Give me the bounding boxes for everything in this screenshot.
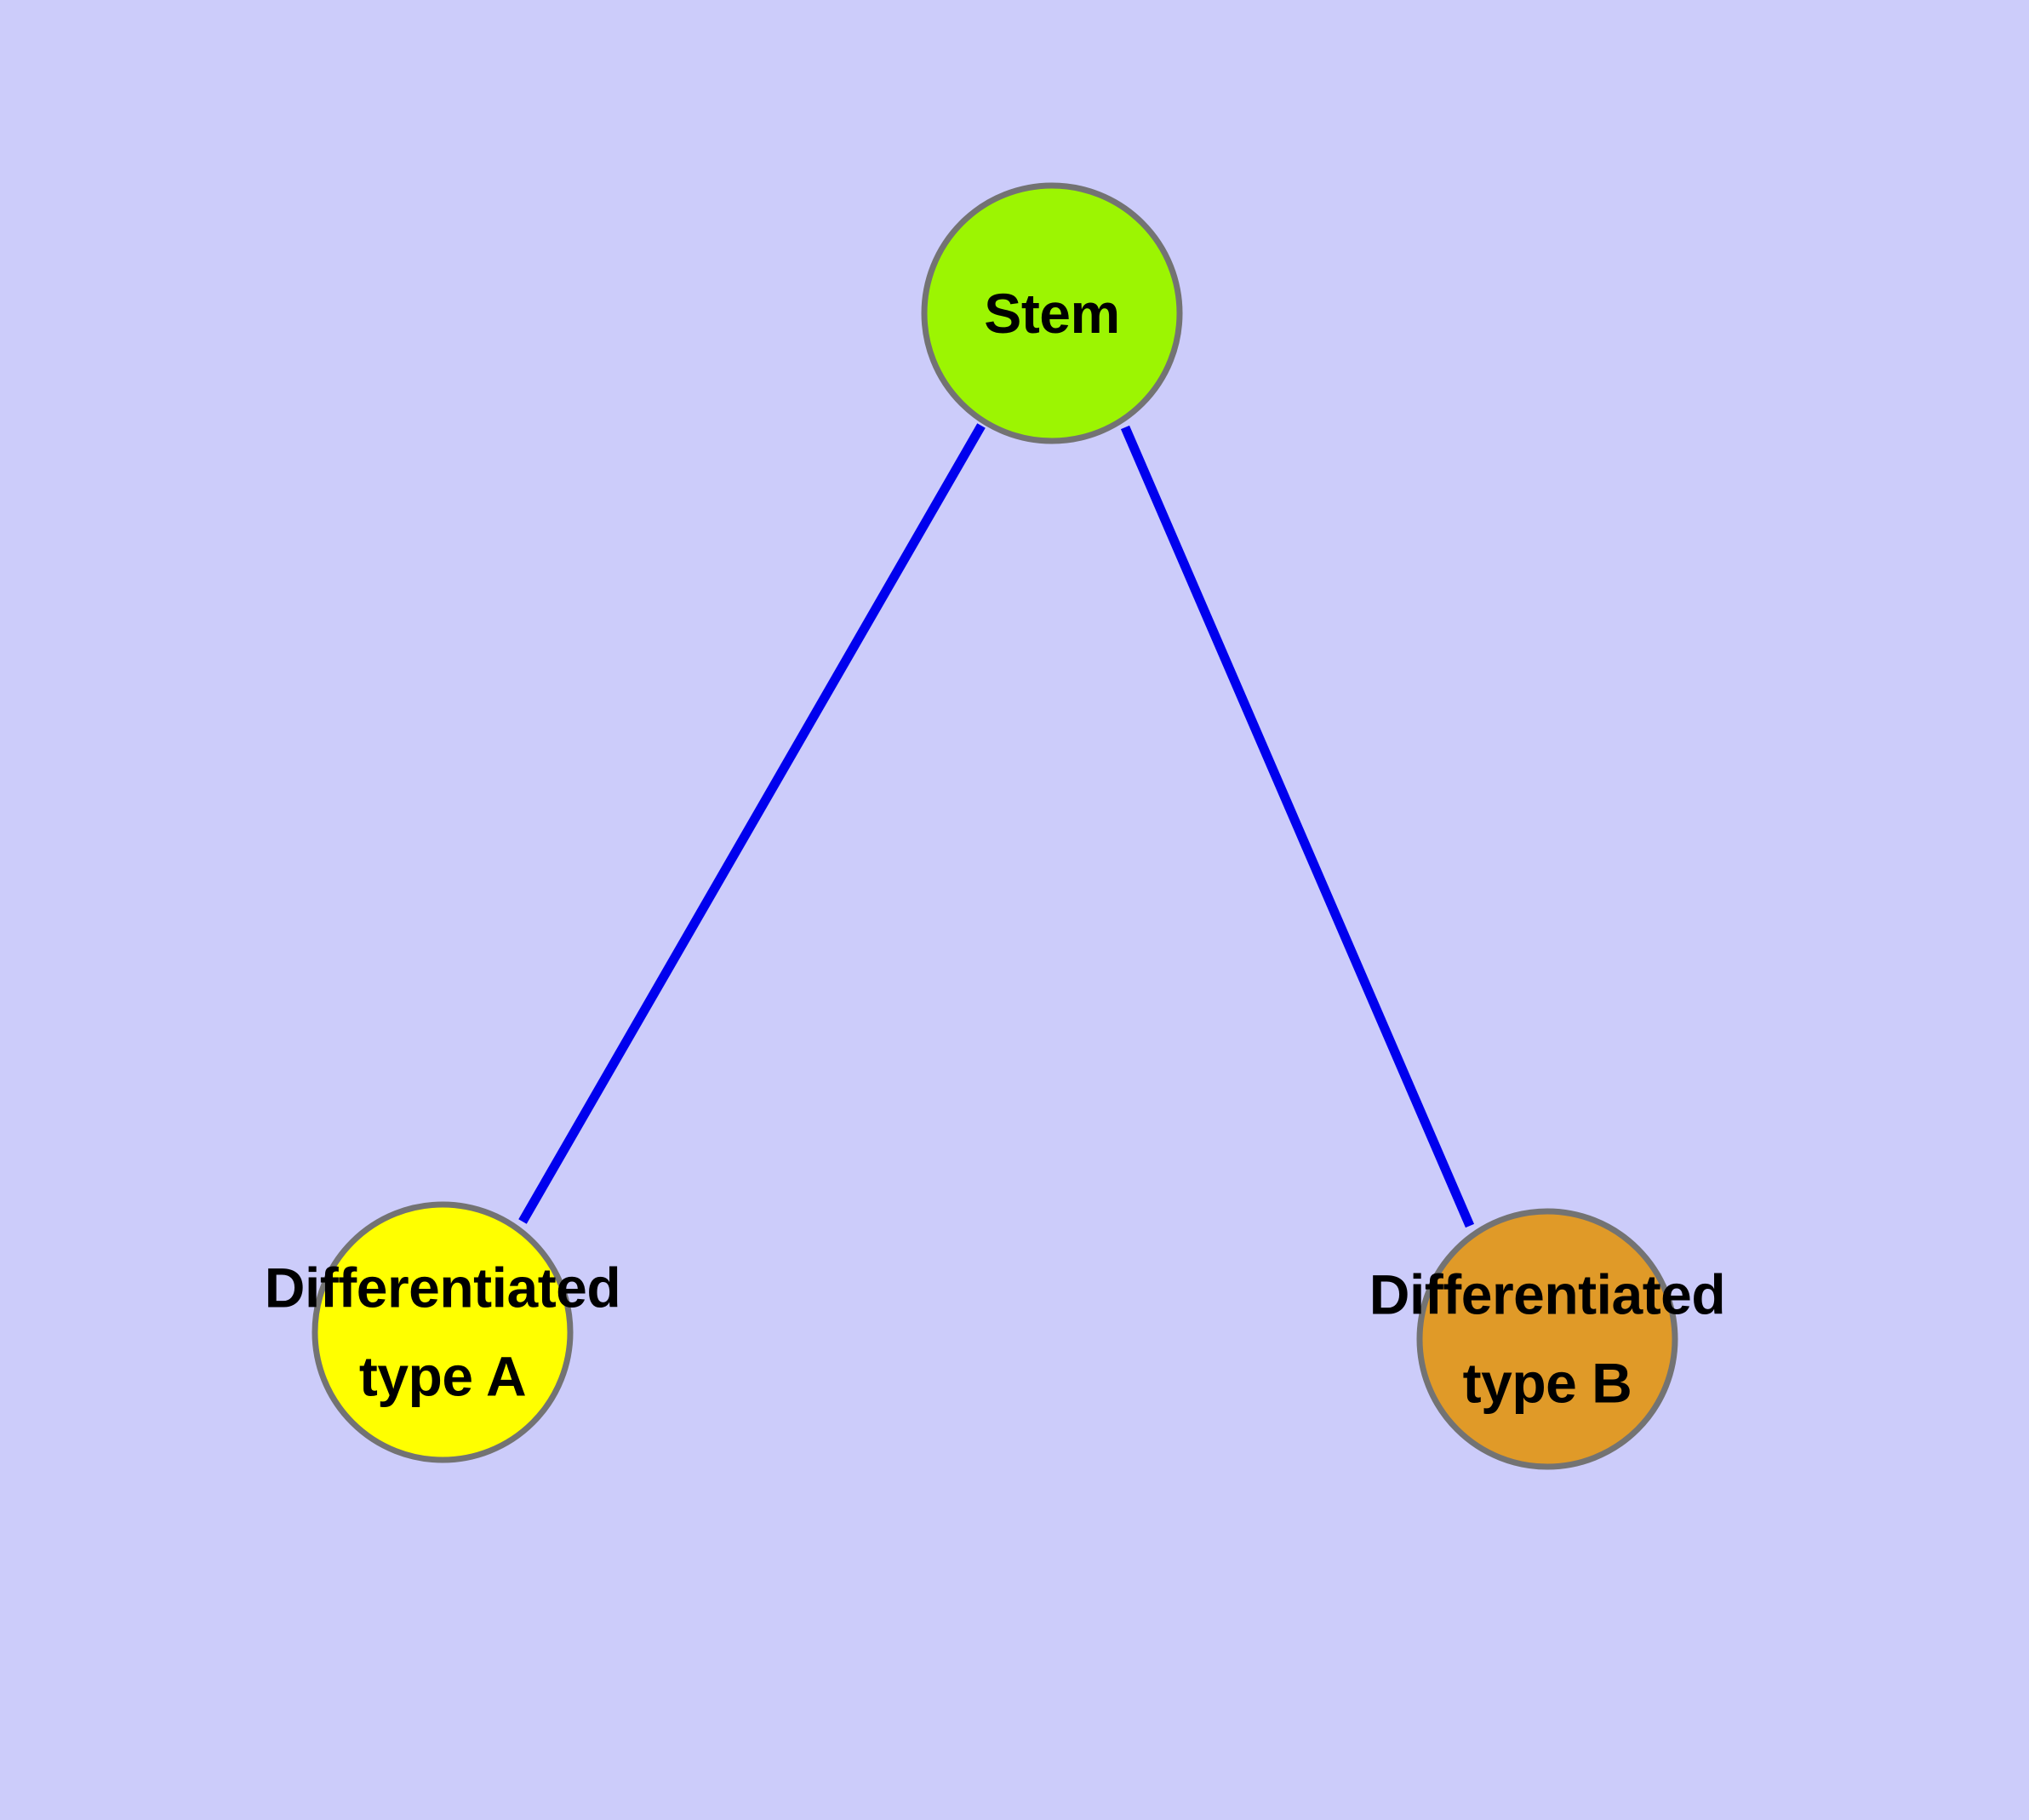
node-stem[interactable] (921, 182, 1183, 444)
edge-stem-to-differentiated-b[interactable] (1120, 425, 1475, 1228)
edge-group (518, 423, 1475, 1228)
node-differentiated-type-b[interactable] (1416, 1208, 1678, 1470)
edge-stem-to-differentiated-a[interactable] (518, 423, 986, 1224)
node-differentiated-type-a[interactable] (311, 1201, 574, 1463)
node-group (311, 182, 1678, 1470)
